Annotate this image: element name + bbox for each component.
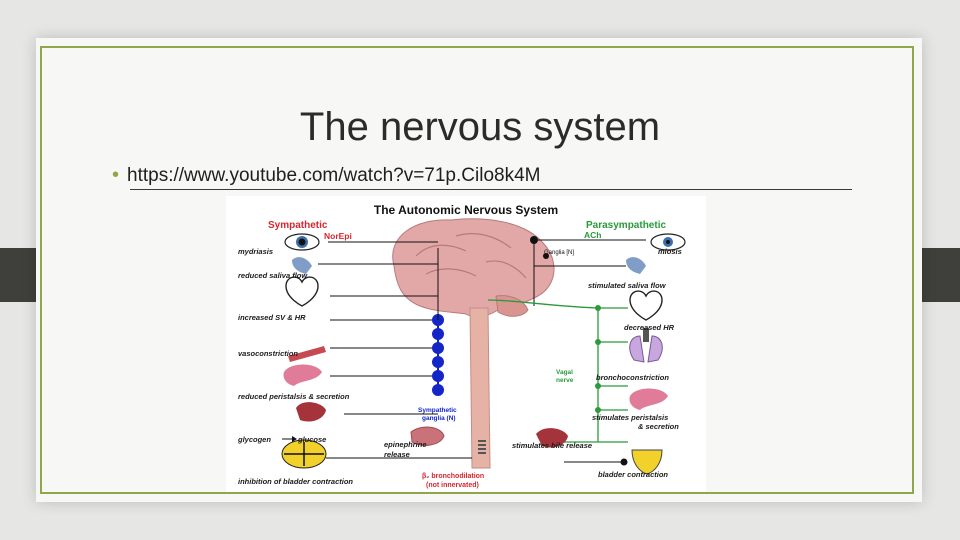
vagal-label: nerve: [556, 377, 574, 384]
effect-bile-release: stimulates bile release: [512, 441, 592, 450]
liver-icon-right: [536, 428, 568, 448]
diagram-heading: The Autonomic Nervous System: [374, 203, 558, 217]
effect-glucose: glucose: [297, 435, 326, 444]
bullet-dot-icon: •: [112, 164, 120, 186]
liver-icon-left: [296, 402, 326, 422]
vagal-node: [595, 383, 601, 389]
effect-increased-sv-hr: increased SV & HR: [238, 313, 306, 322]
effect-decreased-hr: decreased HR: [624, 323, 675, 332]
ganglia-label: Ganglia [N]: [544, 250, 574, 256]
vagal-label: Vagal: [556, 369, 573, 376]
slide-title: The nervous system: [299, 105, 661, 149]
effect-glycogen: glycogen: [237, 435, 271, 444]
effect-stimulated-saliva: stimulated saliva flow: [588, 281, 667, 290]
ans-diagram-image: The Autonomic Nervous System Sympathetic…: [226, 196, 706, 492]
parasympathetic-label: Parasympathetic: [586, 220, 666, 231]
bladder-icon-right: [631, 449, 663, 475]
trachea-icon-center: [478, 440, 486, 454]
ganglion-node-right: [543, 253, 549, 259]
glycogen-arrowhead: [292, 436, 297, 442]
effect-reduced-saliva: reduced saliva flow: [238, 271, 308, 280]
brain-shape: [392, 218, 555, 318]
ganglion-dot: [432, 370, 444, 382]
ans-diagram-svg: The Autonomic Nervous System Sympathetic…: [237, 203, 686, 489]
heart-icon-right: [629, 290, 663, 321]
ganglion-node-right: [620, 458, 628, 466]
effect-reduced-peristalsis: reduced peristalsis & secretion: [238, 392, 350, 401]
ach-label: ACh: [584, 230, 601, 240]
bullet-item: • https://www.youtube.com/watch?v=71p.Ci…: [112, 164, 540, 187]
intestine-icon: [283, 364, 322, 386]
eye-icon-right: [650, 233, 686, 251]
beta2-label: β₂ bronchodilation: [422, 473, 484, 480]
link-underline: [130, 189, 852, 190]
adrenal-icon: [410, 426, 445, 446]
ganglion-dot: [432, 384, 444, 396]
sympathetic-ganglia-label: Sympathetic: [418, 407, 457, 414]
effect-vasoconstriction: vasoconstriction: [238, 349, 298, 358]
vagal-node: [595, 407, 601, 413]
eye-icon-left: [284, 233, 320, 251]
effect-bladder-contraction: bladder contraction: [598, 470, 668, 479]
effect-epinephrine: epinephrine: [384, 440, 427, 449]
vagal-nerve-lines: [487, 299, 628, 443]
brain-folds: [415, 233, 527, 279]
lungs-icon: [629, 328, 663, 363]
ganglion-dot: [432, 342, 444, 354]
sympathetic-connectors: [318, 241, 472, 459]
spinal-cord: [469, 307, 491, 469]
effect-and-secretion: & secretion: [638, 422, 679, 431]
effect-bladder-inhibition: inhibition of bladder contraction: [238, 477, 353, 486]
effect-epinephrine-release: release: [384, 450, 410, 459]
parasympathetic-connectors: [533, 239, 646, 463]
vagal-node: [595, 339, 601, 345]
effect-mydriasis: mydriasis: [238, 247, 273, 256]
effect-bronchoconstriction: bronchoconstriction: [596, 373, 669, 382]
ganglion-dot: [432, 356, 444, 368]
ganglion-dot: [432, 328, 444, 340]
salivary-gland-icon-right: [626, 257, 646, 274]
ganglion-node-right: [530, 236, 538, 244]
vagal-node: [595, 305, 601, 311]
sympathetic-label: Sympathetic: [268, 220, 328, 231]
beta2-note: (not innervated): [426, 482, 479, 489]
sympathetic-ganglia-label: ganglia (N): [422, 415, 456, 422]
effect-miosis: miosis: [658, 247, 682, 256]
intestine-icon-right: [629, 388, 668, 410]
heart-icon: [285, 276, 319, 307]
youtube-link[interactable]: https://www.youtube.com/watch?v=71p.Cilo…: [127, 165, 541, 186]
effect-stimulates-peristalsis: stimulates peristalsis: [592, 413, 668, 422]
norepi-label: NorEpi: [324, 231, 352, 241]
salivary-gland-icon: [292, 257, 312, 274]
blood-vessel-icon: [288, 346, 326, 362]
slide-frame: [40, 46, 914, 494]
